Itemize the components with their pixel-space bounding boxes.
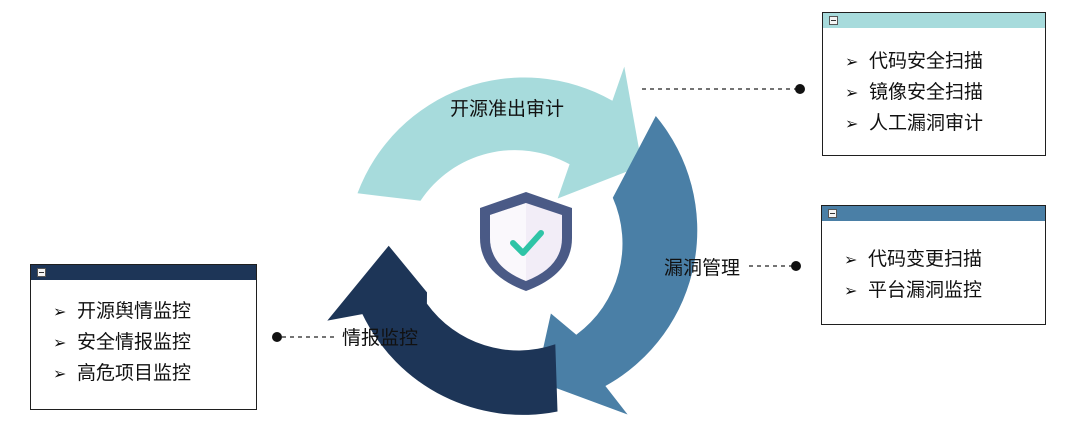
bullet-arrow-icon: ➢ (845, 83, 859, 102)
list-item: ➢开源舆情监控 (53, 296, 191, 327)
list-item: ➢镜像安全扫描 (845, 77, 983, 108)
audit-detail-box: ➢代码安全扫描 ➢镜像安全扫描 ➢人工漏洞审计 (822, 12, 1046, 156)
minimize-icon[interactable] (37, 268, 46, 277)
list-item: ➢安全情报监控 (53, 327, 191, 358)
list-item: ➢人工漏洞审计 (845, 108, 983, 139)
bullet-arrow-icon: ➢ (844, 250, 858, 269)
list-item: ➢平台漏洞监控 (844, 275, 982, 306)
connector-dot-audit (795, 84, 805, 94)
audit-item-list: ➢代码安全扫描 ➢镜像安全扫描 ➢人工漏洞审计 (845, 46, 983, 139)
vuln-detail-box: ➢代码变更扫描 ➢平台漏洞监控 (821, 205, 1046, 325)
bullet-arrow-icon: ➢ (845, 114, 859, 133)
segment-label-vuln: 漏洞管理 (664, 257, 740, 279)
cycle-arrow-audit (357, 66, 642, 201)
bullet-arrow-icon: ➢ (845, 52, 859, 71)
list-item: ➢代码安全扫描 (845, 46, 983, 77)
connector-dot-vuln (791, 261, 801, 271)
bullet-arrow-icon: ➢ (53, 333, 67, 352)
shield-check-icon (480, 192, 572, 291)
minimize-icon[interactable] (828, 209, 837, 218)
list-item: ➢代码变更扫描 (844, 244, 982, 275)
intel-detail-box: ➢开源舆情监控 ➢安全情报监控 ➢高危项目监控 (30, 264, 257, 410)
minimize-icon[interactable] (829, 16, 838, 25)
box-titlebar (823, 13, 1045, 28)
segment-label-intel: 情报监控 (342, 327, 418, 349)
bullet-arrow-icon: ➢ (844, 281, 858, 300)
bullet-arrow-icon: ➢ (53, 364, 67, 383)
cycle-arrow-intel (327, 245, 558, 415)
connector-dot-intel (272, 332, 282, 342)
list-item: ➢高危项目监控 (53, 358, 191, 389)
box-titlebar (822, 206, 1045, 221)
vuln-item-list: ➢代码变更扫描 ➢平台漏洞监控 (844, 244, 982, 306)
bullet-arrow-icon: ➢ (53, 302, 67, 321)
box-titlebar (31, 265, 256, 280)
segment-label-audit: 开源准出审计 (450, 98, 564, 120)
intel-item-list: ➢开源舆情监控 ➢安全情报监控 ➢高危项目监控 (53, 296, 191, 389)
cycle-arrow-vuln (536, 116, 698, 415)
